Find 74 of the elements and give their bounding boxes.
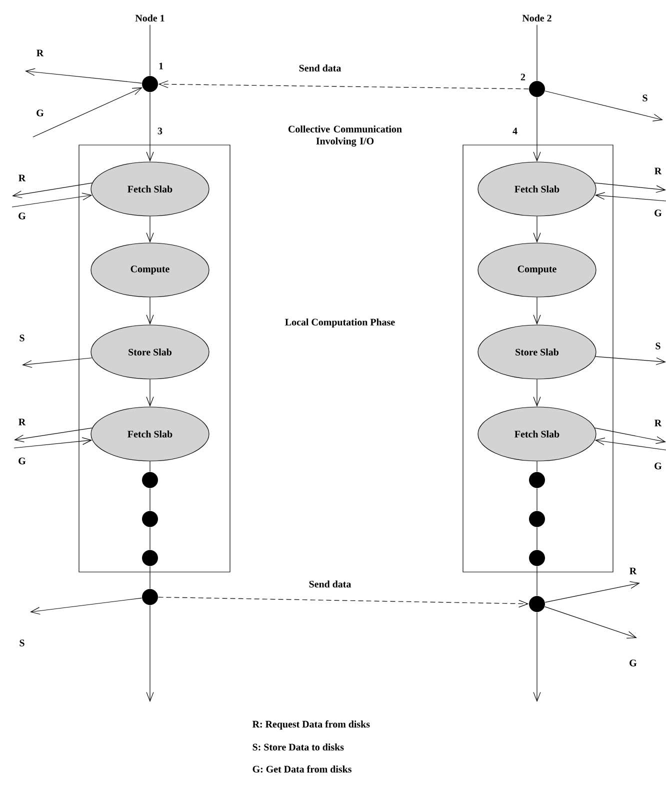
dashed-arrow [158, 596, 529, 608]
arrow [146, 605, 154, 702]
arrow [594, 182, 666, 193]
heading-text: Collective Communication Involving I/O [288, 125, 402, 147]
arrow [533, 216, 541, 243]
arrow [544, 606, 637, 638]
arrow [30, 598, 142, 615]
edge-label: G [654, 462, 662, 470]
legend-text: G: Get Data from disks [252, 765, 352, 773]
connector-line [536, 488, 538, 511]
edge-label: Send data [299, 64, 342, 72]
edge-label: G [18, 212, 26, 220]
junction-dot [142, 589, 158, 605]
arrow [12, 192, 92, 208]
legend-text: R: Request Data from disks [252, 720, 370, 730]
connector-line [536, 527, 538, 550]
edge-label: S [20, 640, 24, 646]
arrow [544, 90, 663, 122]
edge-label: R [18, 174, 26, 182]
node-label: Node 1 [135, 14, 164, 22]
dashed-arrow [158, 80, 529, 90]
arrow [544, 581, 640, 603]
arrow [14, 437, 92, 448]
edge-label: S [656, 342, 660, 350]
edge-label: R [654, 420, 662, 426]
arrow [533, 612, 541, 702]
junction-dot [142, 550, 158, 566]
connector-line [536, 461, 538, 472]
arrow [594, 192, 666, 202]
edge-label: S [20, 334, 24, 342]
junction-dot [529, 81, 545, 97]
arrow [14, 428, 92, 442]
arrow [594, 438, 666, 450]
node-label: Node 2 [522, 14, 552, 22]
edge-label: R [654, 168, 662, 174]
edge-label: 3 [158, 128, 162, 134]
arrow [146, 297, 154, 325]
junction-dot [529, 472, 545, 488]
phase-box [78, 144, 230, 572]
junction-dot [529, 550, 545, 566]
node-number: 1 [159, 62, 163, 70]
arrow [533, 97, 541, 162]
edge-label: 4 [512, 128, 518, 134]
edge-label: R [18, 418, 26, 426]
junction-dot [529, 511, 545, 527]
phase-box [462, 144, 614, 572]
legend-text: S: Store Data to disks [252, 743, 344, 751]
junction-dot [142, 511, 158, 527]
edge-label: G [18, 458, 26, 464]
arrow [533, 379, 541, 407]
connector-line [536, 566, 538, 596]
edge-label: R [630, 568, 637, 574]
arrow [25, 68, 142, 84]
junction-dot [529, 596, 545, 612]
edge-label: Send data [309, 580, 352, 588]
arrow [32, 87, 142, 138]
arrow [146, 379, 154, 407]
edge-label: G [654, 210, 662, 216]
connector-line [536, 24, 538, 81]
arrow [594, 428, 666, 444]
edge-label: R [36, 50, 44, 56]
edge-label: S [642, 94, 648, 102]
arrow [595, 356, 666, 366]
edge-label: G [36, 110, 44, 116]
edge-label: G [630, 660, 637, 666]
junction-dot [142, 76, 158, 92]
arrow [146, 216, 154, 243]
arrow [146, 92, 154, 162]
arrow [533, 297, 541, 325]
arrow [12, 182, 92, 198]
node-number: 2 [520, 74, 526, 80]
arrow [22, 358, 92, 368]
phase-label: Local Computation Phase [285, 318, 395, 328]
junction-dot [142, 472, 158, 488]
